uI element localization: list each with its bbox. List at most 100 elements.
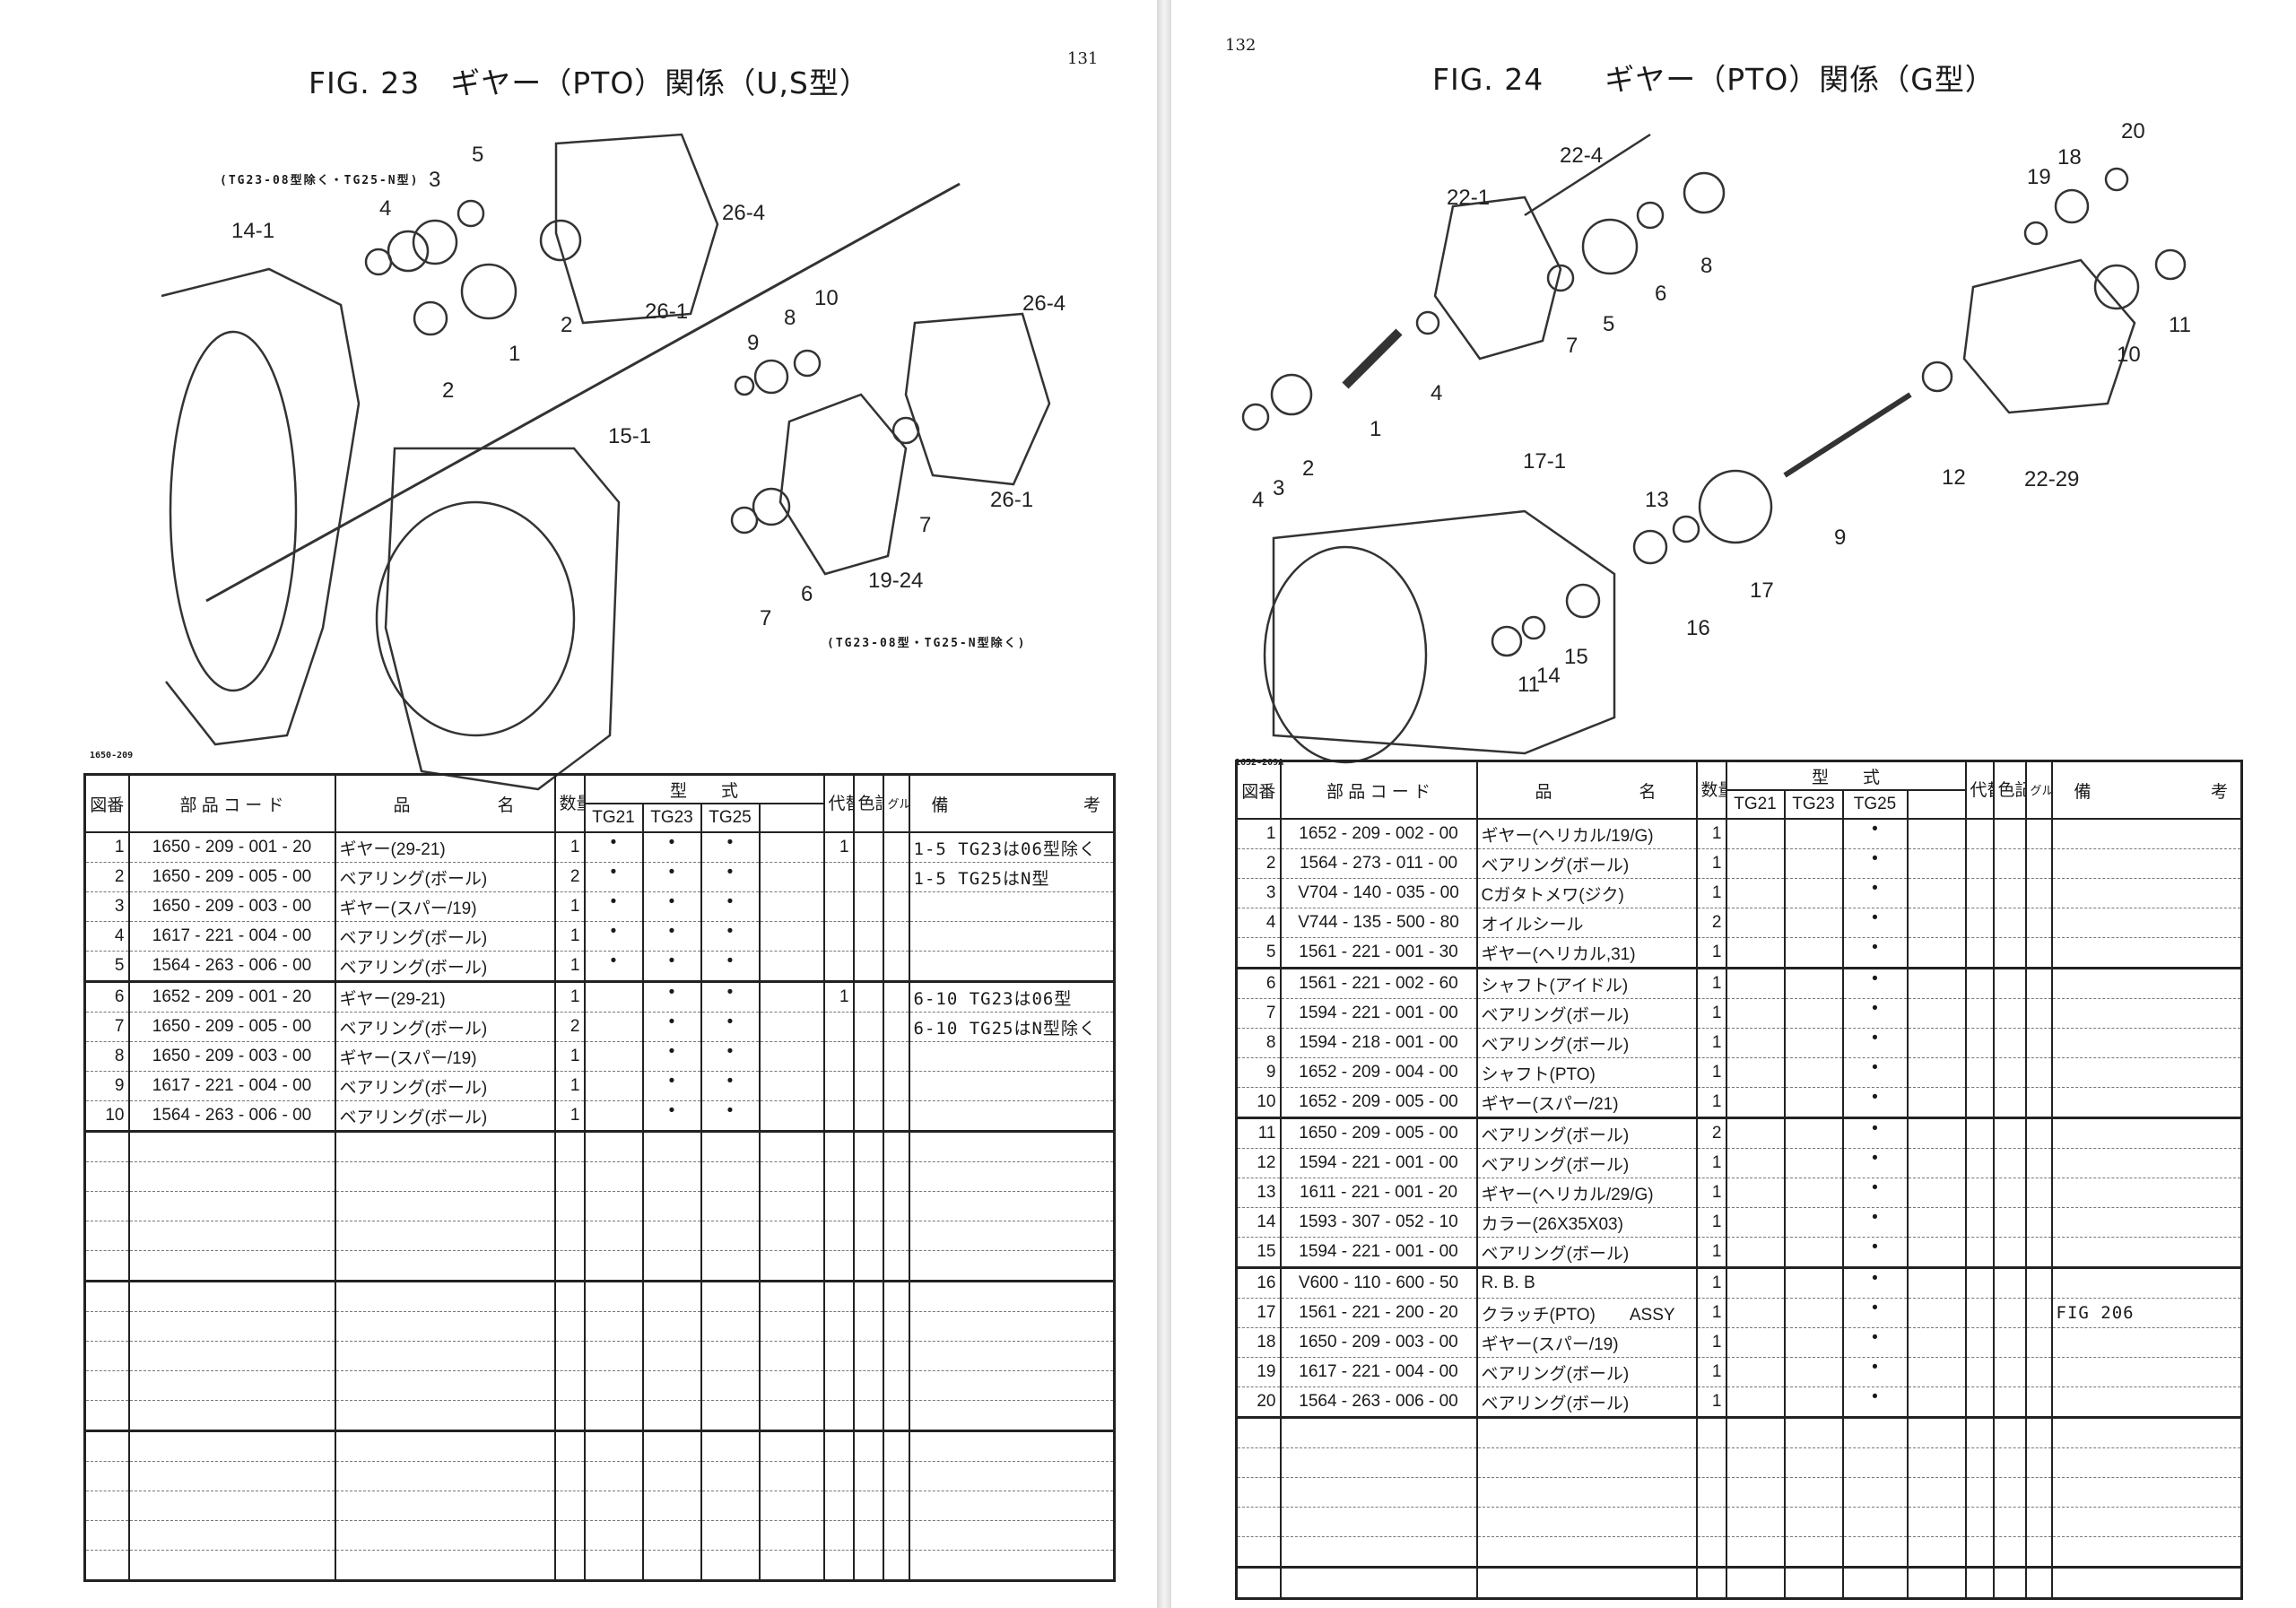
model-mark-cell [583,1430,644,1462]
part-name-cell: ベアリング(ボール) [334,951,556,983]
group-cell [882,1400,910,1432]
part-name-cell [334,1281,556,1312]
model-mark-cell: • [700,832,761,863]
housing-14-1 [161,267,361,746]
model-mark-cell: • [1841,1087,1909,1119]
group-cell [882,1520,910,1551]
model-mark-cell [641,1550,702,1582]
part-name-cell [334,1311,556,1342]
header-part-name: 品名 [334,773,556,833]
callout-3: 3 [1273,476,1284,500]
group-cell [882,1370,910,1401]
color-code-cell [1992,1267,2027,1299]
remarks-cell [908,1491,1116,1521]
section-divider [205,182,961,603]
model-blank-cell [758,1161,825,1192]
model-blank-cell [1906,1507,1967,1537]
model-mark-cell [583,1491,644,1521]
model-blank-cell [1906,1057,1967,1088]
empty-table-row [83,1341,1116,1371]
group-cell [2024,1298,2053,1328]
group-cell [882,1041,910,1072]
fig-no-cell: 7 [1235,998,1282,1029]
callout-14-1: 14-1 [231,219,274,243]
fig-no-cell: 19 [1235,1357,1282,1387]
model-mark-cell [583,1221,644,1251]
fig-no-cell: 5 [83,951,130,983]
part-code-cell [1279,1417,1478,1448]
color-code-cell [1992,908,2027,938]
page-number-right: 132 [1225,36,1257,55]
model-mark-cell: • [700,1041,761,1072]
model-mark-cell [1783,1207,1844,1238]
empty-table-row [83,1400,1116,1432]
model-mark-cell [700,1250,761,1282]
group-cell [2024,1477,2053,1508]
model-mark-cell [1725,1507,1786,1537]
header-tg25: TG25 [1841,789,1909,820]
model-mark-cell: • [641,1100,702,1133]
fig-no-cell: 8 [1235,1028,1282,1058]
fig-no-cell: 5 [1235,937,1282,969]
model-mark-cell: • [1841,937,1909,969]
model-mark-cell: • [641,921,702,952]
group-cell [2024,1507,2053,1537]
qty-cell [553,1311,586,1342]
remarks-cell [908,1281,1116,1312]
qty-cell: 1 [1695,1298,1727,1328]
header-model: 型 式 [1725,760,1967,791]
model-mark-cell [641,1520,702,1551]
model-mark-cell [700,1311,761,1342]
shaft-22-4 [1524,133,1651,217]
remarks-cell [908,1131,1116,1162]
color-code-cell [852,1012,884,1042]
qty-cell: 1 [1695,998,1727,1029]
fig-no-cell [83,1191,130,1221]
group-cell [882,1550,910,1582]
model-mark-cell [1783,1507,1844,1537]
model-mark-cell: • [1841,878,1909,908]
qty-cell [553,1281,586,1312]
callout-7: 7 [919,513,931,537]
header-remarks-a: 備 [931,795,949,815]
part-code-cell: 1564 - 263 - 006 - 00 [127,951,336,983]
group-cell [2024,1028,2053,1058]
callout-6: 6 [801,582,813,606]
color-code-cell [852,1311,884,1342]
fig-no-cell [83,1281,130,1312]
part-name-cell: ギヤー(ヘリカル/29/G) [1475,1178,1698,1208]
qty-cell [1695,1477,1727,1508]
model-blank-cell [1906,1028,1967,1058]
header-remarks-b: 考 [1083,795,1101,815]
model-mark-cell [583,1191,644,1221]
model-mark-cell [641,1341,702,1371]
part-name-cell: R. B. B [1475,1267,1698,1299]
remarks-cell [2050,1357,2243,1387]
model-mark-cell: • [641,862,702,892]
model-blank-cell [758,921,825,952]
color-code-cell [852,832,884,863]
group-cell [2024,848,2053,879]
group-cell [882,1071,910,1101]
remarks-cell [908,1311,1116,1342]
color-code-cell [852,1400,884,1432]
part-code-cell: 1650 - 209 - 005 - 00 [127,1012,336,1042]
interchangeability-cell [1964,819,1995,849]
model-blank-cell [1906,848,1967,879]
part-code-cell: 1593 - 307 - 052 - 10 [1279,1207,1478,1238]
callout-2: 2 [561,313,572,337]
qty-cell: 1 [1695,1386,1727,1419]
model-mark-cell [641,1430,702,1462]
qty-cell: 1 [553,1041,586,1072]
callout-19: 19 [2027,165,2051,189]
header-model-blank [758,803,825,833]
part-code-cell: 1561 - 221 - 001 - 30 [1279,937,1478,969]
remarks-cell [2050,1028,2243,1058]
qty-cell [1695,1417,1727,1448]
part-code-cell: 1650 - 209 - 003 - 00 [1279,1327,1478,1358]
callout-8: 8 [1700,254,1712,278]
model-mark-cell [1783,1117,1844,1149]
fig-no-cell [83,1311,130,1342]
diagram-note-bottom: (TG23-08型・TG25-N型除く) [827,637,1027,650]
